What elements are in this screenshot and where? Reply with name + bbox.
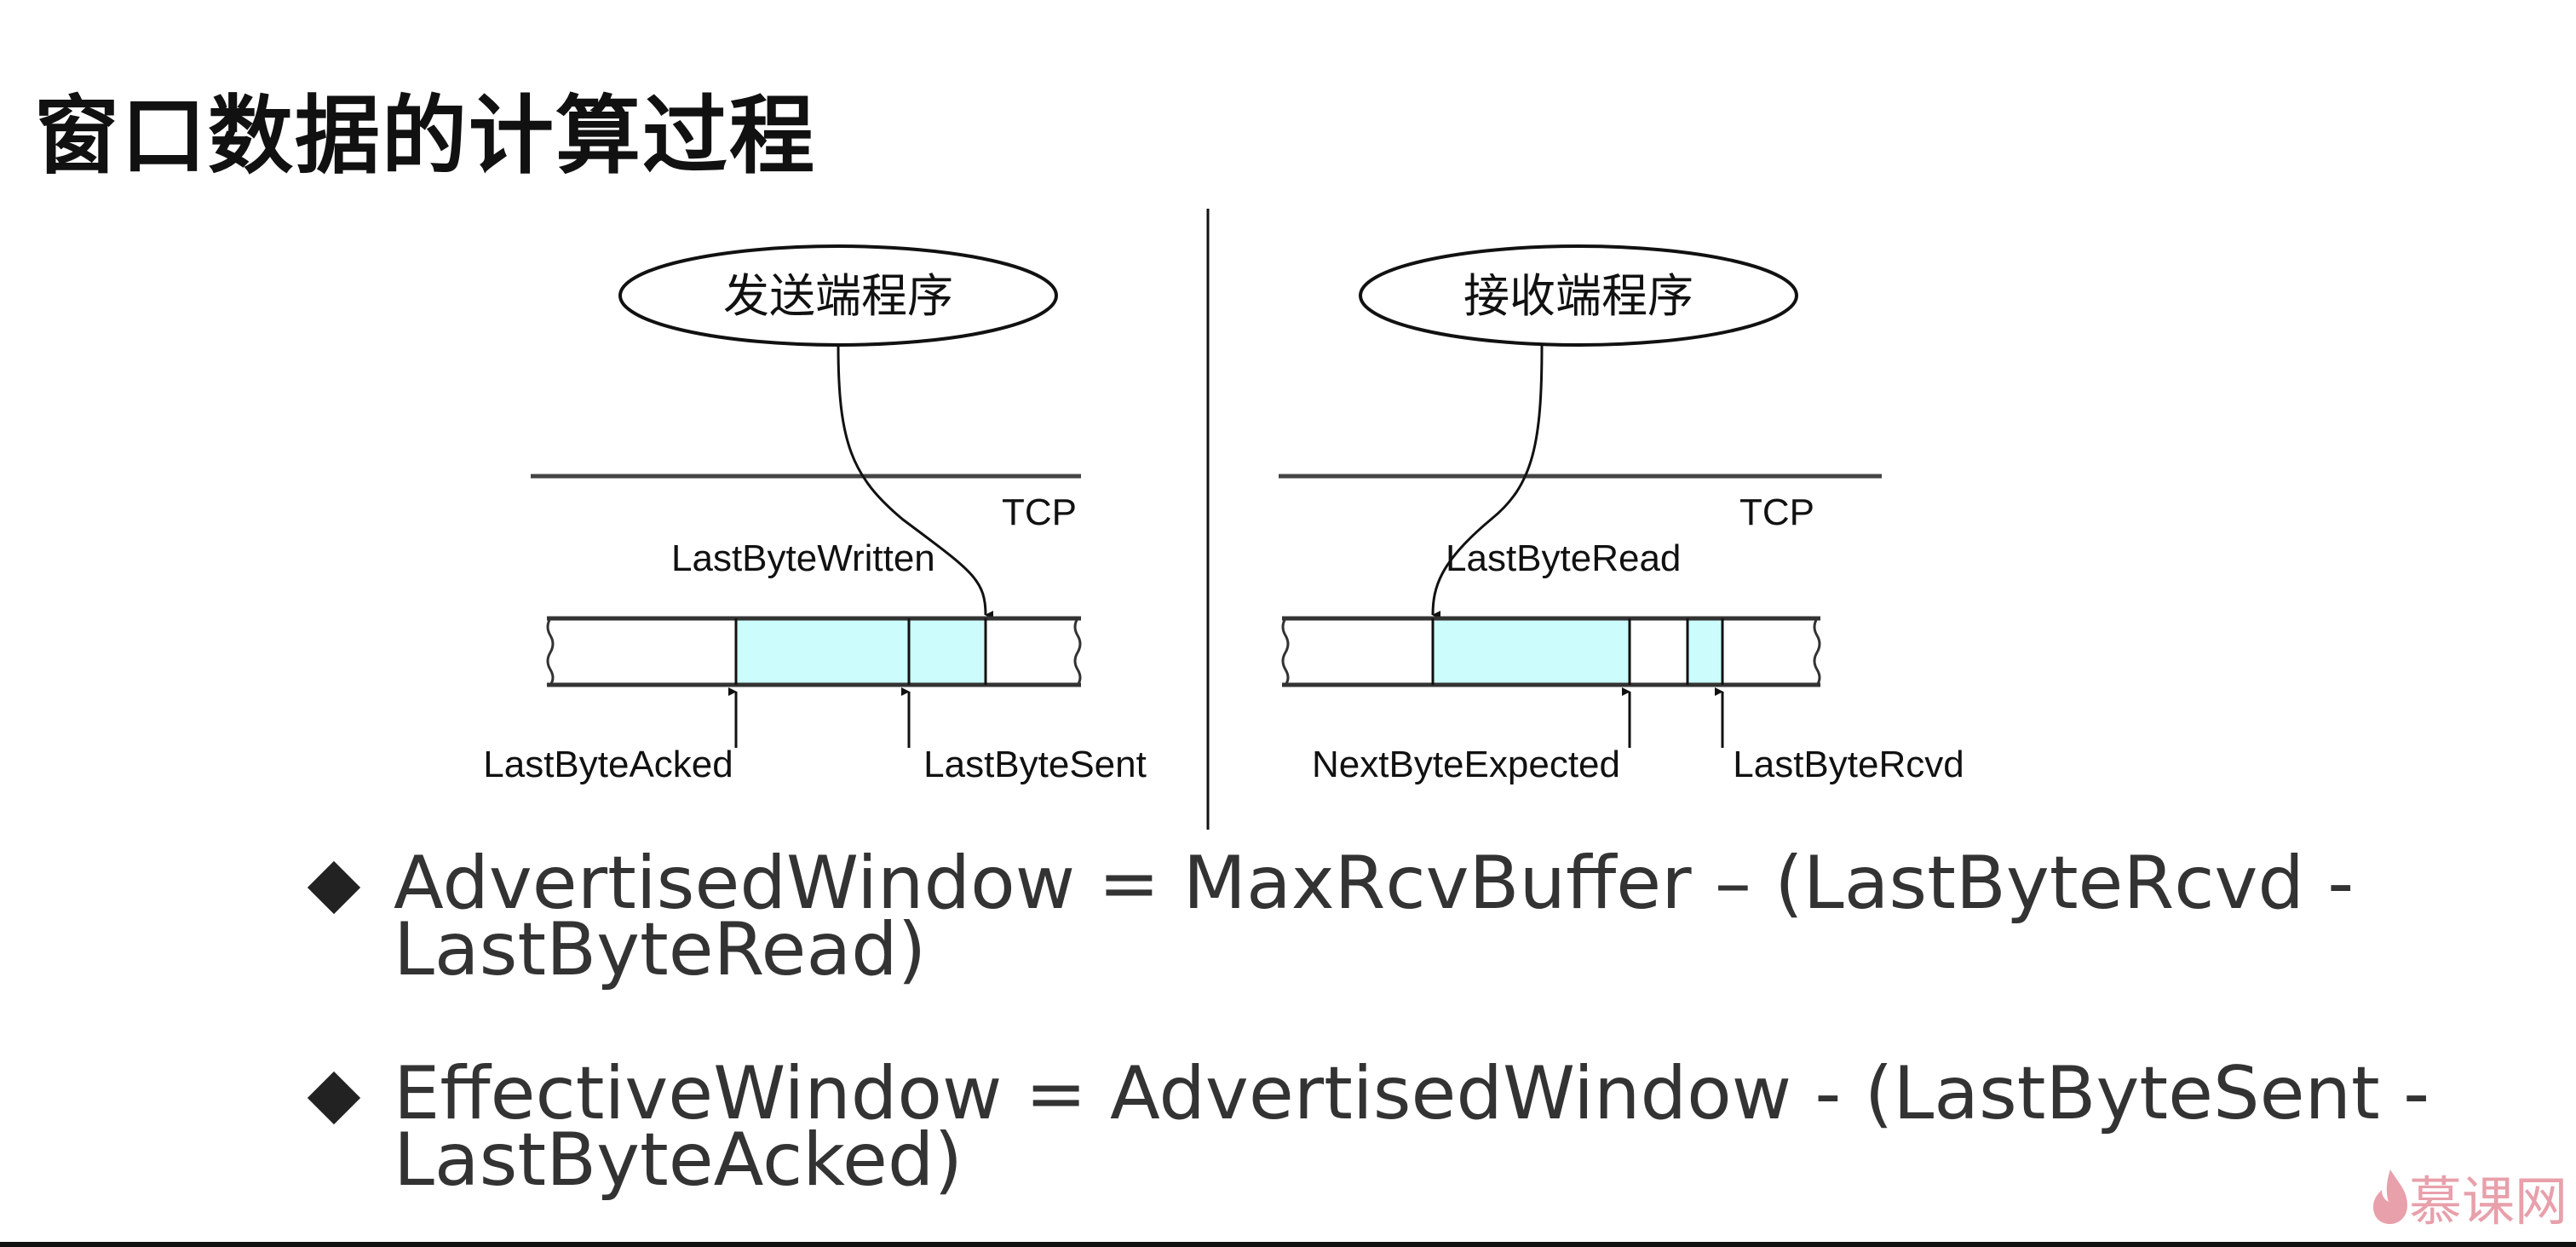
bullet-line: LastByteRead) (394, 907, 927, 992)
sender-buffer-fill (736, 618, 986, 685)
diamond-bullet-icon (307, 1071, 361, 1125)
diamond-bullet-icon (307, 860, 361, 915)
watermark-text: 慕课网 (2408, 1170, 2567, 1233)
receiver-buffer-fill (1688, 618, 1722, 685)
slide-title: 窗口数据的计算过程 (34, 86, 816, 186)
receiver-process-ellipse (1359, 244, 1798, 347)
bullet-line: EffectiveWindow = AdvertisedWindow - (La… (394, 1051, 2430, 1136)
sender-buffer-break-right (1073, 618, 1082, 686)
sender-write-arrow (837, 344, 994, 619)
sender-buffer-break-left (546, 618, 555, 686)
watermark-logo: 慕课网 (2372, 1158, 2567, 1235)
receiver-buffer-break-left (1281, 618, 1290, 686)
sender-side: 发送端程序 TCP LastByteWritten LastByteAcked … (483, 244, 1147, 785)
bullet-line: AdvertisedWindow = MaxRcvBuffer – (LastB… (394, 841, 2355, 926)
bottom-bar (0, 1242, 2576, 1247)
sender-tcp-label: TCP (1002, 491, 1077, 533)
last-byte-sent-label: LastByteSent (923, 744, 1147, 785)
sender-process-label: 发送端程序 (723, 269, 953, 323)
receiver-buffer-break-right (1813, 618, 1821, 686)
receiver-read-arrow (1431, 344, 1544, 620)
bullet-line: LastByteAcked) (394, 1118, 963, 1203)
next-byte-expected-label: NextByteExpected (1312, 744, 1620, 785)
last-byte-written-label: LastByteWritten (671, 537, 935, 579)
last-byte-acked-label: LastByteAcked (483, 744, 733, 785)
receiver-side: 接收端程序 TCP LastByteRead NextByteExpected … (1279, 244, 1964, 785)
receiver-buffer-fill (1433, 618, 1630, 685)
flame-icon (2372, 1169, 2407, 1224)
receiver-tcp-label: TCP (1739, 491, 1814, 533)
last-byte-rcvd-label: LastByteRcvd (1733, 744, 1964, 785)
bullet-advertised-window: AdvertisedWindow = MaxRcvBuffer – (LastB… (290, 841, 2355, 992)
bullet-effective-window: EffectiveWindow = AdvertisedWindow - (La… (290, 1051, 2430, 1203)
receiver-process-label: 接收端程序 (1463, 269, 1693, 323)
last-byte-read-label: LastByteRead (1446, 537, 1681, 579)
